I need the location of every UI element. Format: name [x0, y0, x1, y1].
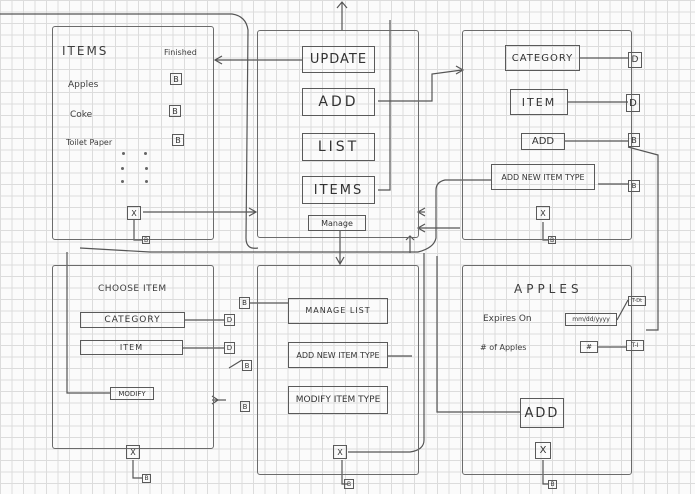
add-new-item-type-button[interactable]: ADD NEW ITEM TYPE — [491, 164, 595, 190]
button-tag: B — [240, 401, 250, 412]
close-tag: B — [344, 479, 354, 489]
finished-button[interactable]: B — [169, 105, 181, 117]
dropdown-tag: D — [224, 342, 235, 354]
add-button[interactable]: ADD — [302, 88, 375, 116]
finished-button[interactable]: B — [170, 73, 182, 85]
button-tag: B — [628, 180, 640, 192]
add-item-screen — [462, 30, 632, 240]
add-detail-button[interactable]: ADD — [520, 398, 564, 428]
manage-button[interactable]: Manage — [308, 215, 366, 231]
category-dropdown[interactable]: CATEGORY — [505, 45, 580, 71]
field-tag: T-I — [626, 340, 644, 351]
items-button[interactable]: ITEMS — [302, 176, 375, 204]
button-tag: B — [239, 297, 250, 309]
expires-date-field[interactable]: mm/dd/yyyy — [565, 313, 617, 326]
close-button[interactable]: X — [535, 442, 551, 459]
manage-list-button[interactable]: MANAGE LIST — [288, 298, 388, 324]
item-name: Coke — [70, 110, 93, 120]
modify-button[interactable]: MODIFY — [110, 387, 154, 400]
close-tag: B — [142, 474, 151, 483]
update-button[interactable]: UPDATE — [302, 46, 375, 73]
item-dropdown[interactable]: ITEM — [510, 89, 568, 115]
manage-screen — [257, 265, 419, 475]
count-field[interactable]: # — [580, 341, 598, 353]
dropdown-tag: D — [628, 52, 642, 68]
finished-header: Finished — [164, 48, 197, 57]
close-button[interactable]: X — [127, 206, 141, 220]
close-button[interactable]: X — [333, 445, 347, 459]
add-confirm-button[interactable]: ADD — [521, 133, 565, 150]
field-tag: T-Dt — [628, 296, 646, 306]
choose-item-title: CHOOSE ITEM — [98, 284, 167, 294]
items-title: ITEMS — [62, 44, 109, 58]
count-label: # of Apples — [480, 343, 527, 352]
choose-item-screen — [52, 265, 214, 449]
dropdown-tag: D — [626, 94, 640, 112]
item-name: Toilet Paper — [66, 138, 113, 147]
close-button[interactable]: X — [536, 206, 550, 220]
add-new-item-type-button[interactable]: ADD NEW ITEM TYPE — [288, 342, 388, 368]
list-button[interactable]: LIST — [302, 133, 375, 161]
category-dropdown[interactable]: CATEGORY — [80, 312, 185, 328]
modify-item-type-button[interactable]: MODIFY ITEM TYPE — [288, 386, 388, 414]
finished-button[interactable]: B — [172, 134, 184, 146]
ellipsis-dots — [118, 152, 152, 192]
item-dropdown[interactable]: ITEM — [80, 340, 183, 355]
close-button[interactable]: X — [126, 445, 140, 459]
close-tag: B — [548, 480, 557, 489]
close-tag: B — [548, 236, 556, 244]
button-tag: B — [628, 133, 640, 147]
button-tag: B — [242, 360, 252, 371]
item-name: Apples — [68, 80, 99, 90]
expires-label: Expires On — [483, 314, 532, 324]
close-tag: B — [142, 236, 150, 244]
item-detail-title: APPLES — [514, 282, 583, 296]
items-screen — [52, 26, 214, 240]
dropdown-tag: D — [224, 314, 235, 326]
item-detail-screen — [462, 265, 632, 475]
main-menu-screen — [257, 30, 419, 238]
